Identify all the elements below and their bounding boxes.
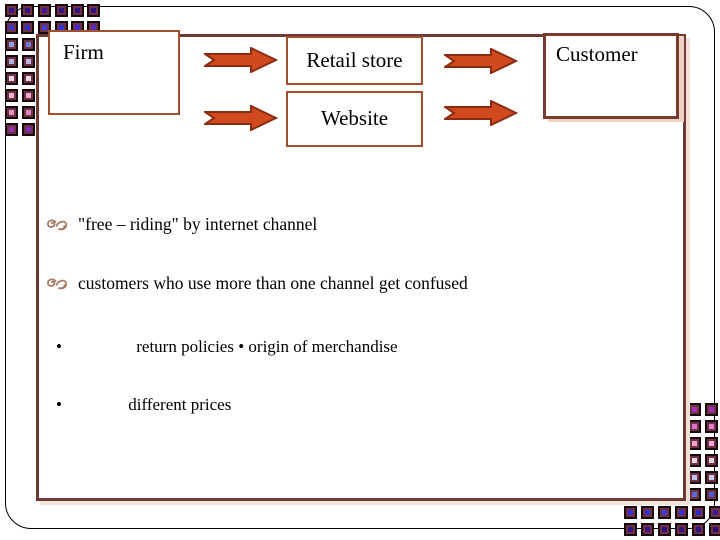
decor-tile [705,420,718,433]
decor-tile [705,471,718,484]
right-arrow-icon [444,48,518,74]
decor-tile [709,506,720,519]
decor-tile [624,523,637,536]
firm-box-label: Firm [63,40,104,64]
right-arrow-icon [444,100,518,126]
decor-tile [38,4,51,17]
customer-box: Customer [543,33,679,119]
decor-tile [692,523,705,536]
sub-bullet-text: different prices [128,395,232,414]
decor-tile [22,72,35,85]
dot-bullet-icon: • [56,395,62,414]
decor-tile [22,38,35,51]
dot-bullet-icon: • [56,337,62,356]
decor-tile [5,4,18,17]
decor-tile [675,506,688,519]
decor-tile [624,506,637,519]
slide-outline [5,6,715,529]
sub-bullet-text: return policies • origin of merchandise [136,337,398,356]
bullet-item: "free – riding" by internet channel [46,214,317,235]
right-arrow-icon [204,105,278,131]
retail-store-box: Retail store [286,36,423,85]
decor-tile [21,21,34,34]
decor-tile [71,4,84,17]
decor-tile [709,523,720,536]
decor-tile [705,403,718,416]
content-frame [36,34,686,501]
decor-tile [675,523,688,536]
decor-tile [5,89,18,102]
decor-tile [5,72,18,85]
decor-tile [5,21,18,34]
decor-tile [705,454,718,467]
decor-tile [22,89,35,102]
decor-tile [692,506,705,519]
decor-tile [641,506,654,519]
decor-tile [688,437,701,450]
decor-tile [5,38,18,51]
right-arrow-icon [204,47,278,73]
decor-tile [688,471,701,484]
decor-tile [5,55,18,68]
decor-tile [688,420,701,433]
bullet-text: customers who use more than one channel … [78,273,468,293]
website-box: Website [286,91,423,147]
retail-store-box-label: Retail store [306,47,403,72]
website-box-label: Website [320,106,389,131]
decor-tile [688,488,701,501]
decor-tile [705,488,718,501]
decor-tile [5,106,18,119]
firm-box: Firm [48,30,180,115]
decor-tile [705,437,718,450]
decor-tile [87,4,100,17]
decor-tile [22,106,35,119]
swirl-bullet-icon [47,219,68,230]
decor-tile [38,21,51,34]
bullet-text: "free – riding" by internet channel [78,214,318,234]
decor-tile [641,523,654,536]
decor-tile [22,123,35,136]
decor-tile [5,123,18,136]
sub-bullet-item: • return policies • origin of merchandis… [56,337,398,357]
sub-bullet-item: • different prices [56,395,231,415]
decor-tile [21,4,34,17]
bullet-item: customers who use more than one channel … [46,273,468,294]
decor-tile [22,55,35,68]
customer-box-label: Customer [556,42,638,66]
decor-tile [688,454,701,467]
decor-tile [55,4,68,17]
decor-tile [658,523,671,536]
decor-tile [658,506,671,519]
decor-tile [688,403,701,416]
swirl-bullet-icon [47,278,68,289]
